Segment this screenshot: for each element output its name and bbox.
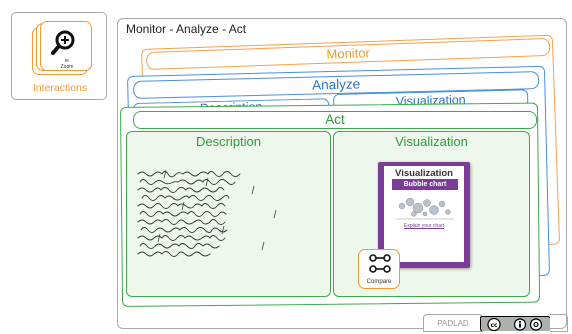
compare-label: Compare <box>366 279 392 285</box>
handwritten-document-image <box>137 169 277 257</box>
act-visualization-heading: Visualization <box>395 134 468 149</box>
footer-edge <box>550 314 568 332</box>
interactions-panel: ie Zoom Interactions <box>11 12 107 100</box>
page-title: Monitor - Analyze - Act <box>126 22 247 36</box>
act-title: Act <box>133 111 537 129</box>
zoom-button[interactable]: ie Zoom <box>40 21 92 71</box>
compare-button[interactable] <box>358 249 400 289</box>
act-description-box <box>126 131 331 297</box>
svg-text:cc: cc <box>490 322 498 329</box>
cc-by-icon[interactable]: cc <box>480 316 550 332</box>
book-subtitle: Bubble chart <box>392 179 458 190</box>
book-title: Visualization <box>395 168 453 179</box>
svg-text:Zoom: Zoom <box>61 64 74 70</box>
padlad-tab[interactable]: PADLAD <box>423 314 483 332</box>
act-description-heading: Description <box>195 134 262 149</box>
bubble-chart-illustration <box>396 197 454 220</box>
interactions-label: Interactions <box>32 82 88 94</box>
zoom-in-icon: ie Zoom <box>51 30 75 70</box>
svg-text:ie: ie <box>65 58 69 64</box>
book-footer: Explain your chart <box>403 223 445 229</box>
license-badge-icon: cc <box>482 317 550 332</box>
compare-icon <box>369 254 391 273</box>
